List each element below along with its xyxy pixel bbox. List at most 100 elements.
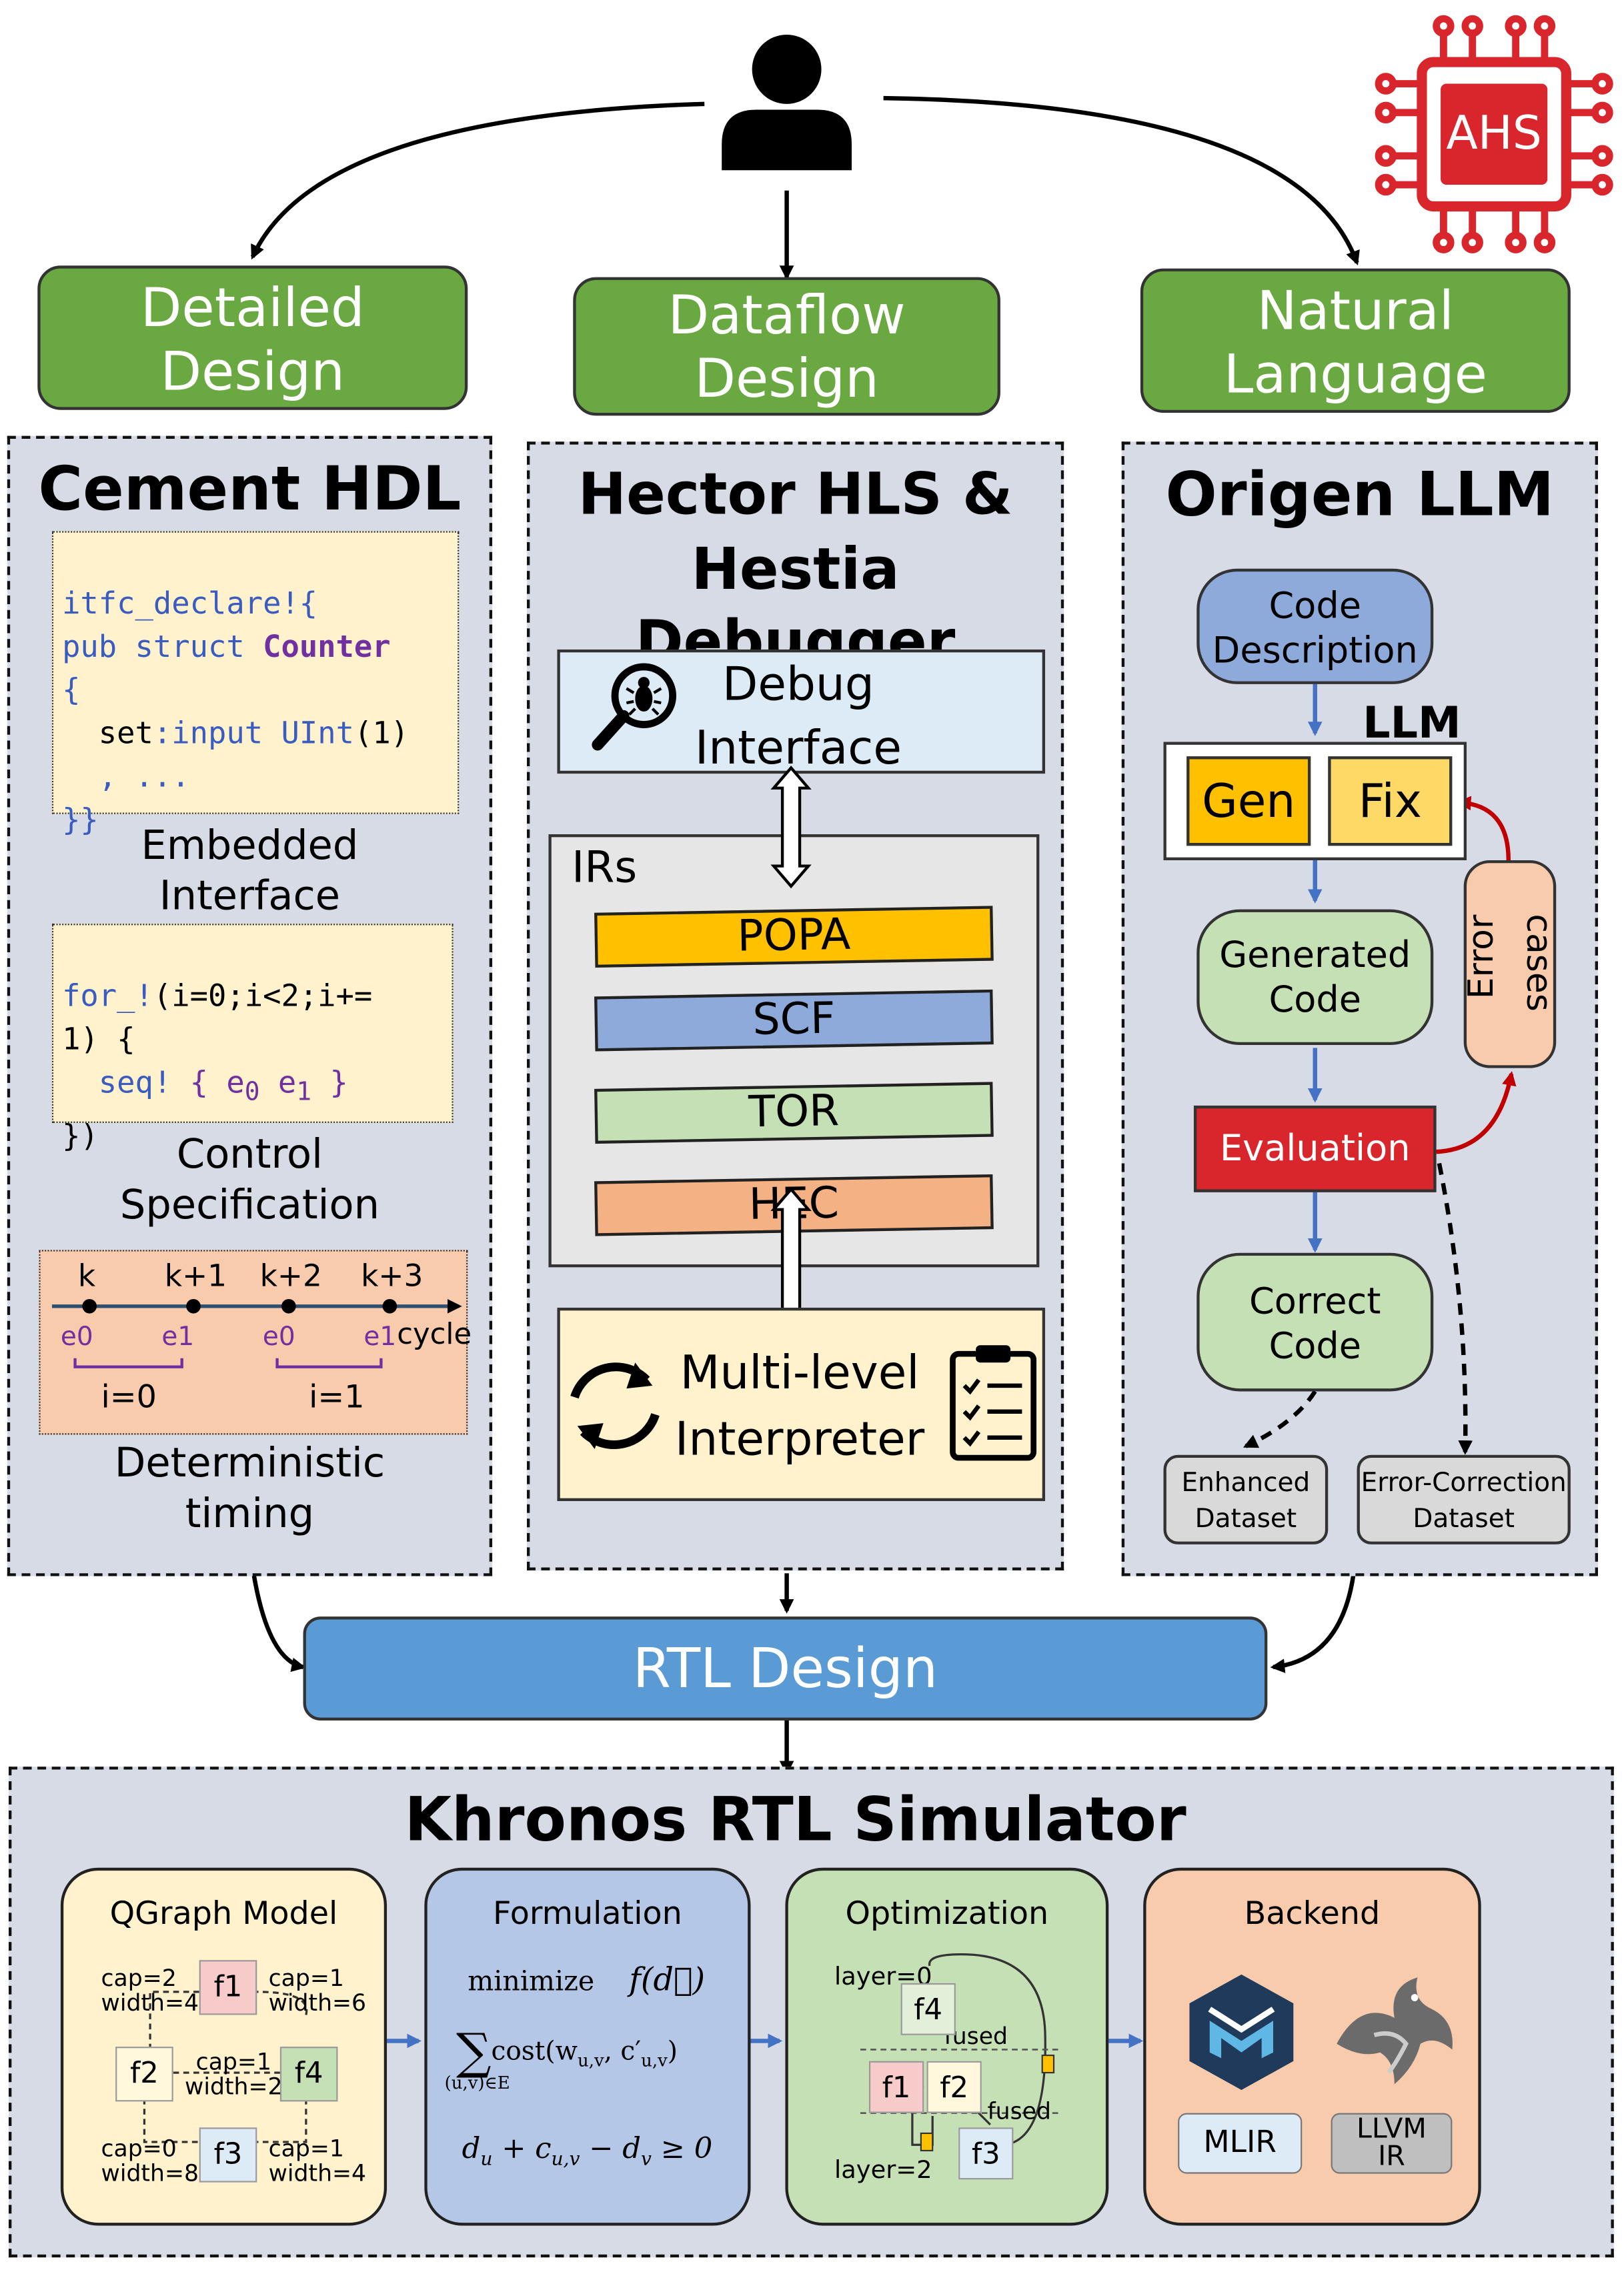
code1-l4d: UInt	[263, 716, 354, 751]
caption3-l2: timing	[185, 1489, 315, 1538]
formula-cost-end: )	[667, 2036, 678, 2067]
opt-node-f4: f4	[900, 1983, 956, 2035]
code1-l4c: input	[171, 716, 263, 751]
backend-title: Backend	[1244, 1897, 1381, 1933]
opt-layer2: layer=2	[834, 2156, 932, 2185]
hector-title-l1: Hector HLS &	[578, 461, 1013, 529]
formula-dv: v	[641, 2149, 652, 2171]
errcorr-l1: Error-Correction	[1361, 1468, 1567, 1498]
formula-minus-d: − d	[580, 2130, 642, 2165]
formula-line3: du + cu,v − dv ≥ 0	[462, 2131, 713, 2171]
cap-d-2: width=8	[101, 2159, 199, 2187]
llm-label: LLM	[1363, 698, 1461, 750]
input-natural-line2: Language	[1223, 343, 1487, 406]
debug-l2: Interface	[694, 720, 902, 776]
code1-l5: , ...	[62, 759, 190, 794]
code2-l2a: 1	[62, 1022, 81, 1057]
user-icon	[719, 32, 854, 171]
embedded-interface-code: itfc_declare!{ pub struct Counter { set:…	[51, 531, 460, 837]
code2-l3b: { e	[171, 1065, 245, 1100]
code1-l2a: pub struct	[62, 629, 263, 664]
cement-title: Cement HDL	[38, 453, 462, 524]
interpreter-box	[557, 1307, 1046, 1501]
double-arrows	[770, 766, 812, 1354]
formula-sum: ∑	[456, 2023, 492, 2082]
code2-l2b: ) {	[80, 1022, 135, 1057]
backend-box: Backend MLIR LLVM IR	[1143, 1867, 1481, 2226]
input-dataflow-line2: Design	[694, 347, 879, 410]
caption2-l2: Specification	[119, 1180, 380, 1228]
opt-node-f1: f1	[868, 2061, 924, 2113]
gen-node: Gen	[1186, 756, 1311, 846]
timing-diagram: k k+1 k+2 k+3 cycle e0 e1 e0 e1 i=0 i=1	[39, 1250, 472, 1435]
opt-node-f2: f2	[926, 2061, 982, 2113]
code1-l2b: Counter	[263, 629, 391, 664]
event-e1-a: e1	[161, 1322, 195, 1353]
mlir-label: MLIR	[1178, 2113, 1303, 2174]
qgraph-node-f2: f2	[115, 2047, 173, 2102]
llvm-ir-label: LLVM IR	[1331, 2113, 1453, 2174]
formula-cost-sub1: u,v	[577, 2050, 604, 2071]
cap-a-1: cap=2	[101, 1964, 177, 1992]
cap-b-2: width=6	[268, 1989, 367, 2017]
code1-l4e: (1)	[353, 716, 410, 751]
interpreter-label: Multi-level Interpreter	[661, 1340, 938, 1472]
optimization-box: Optimization layer=0 layer=2 fused fused…	[785, 1867, 1109, 2226]
debug-l1: Debug	[722, 656, 874, 712]
enhanced-l1: Enhanced	[1181, 1468, 1311, 1498]
event-e1-b: e1	[363, 1322, 397, 1353]
cycle-label: cycle	[397, 1316, 472, 1351]
enhanced-dataset-node: Enhanced Dataset	[1163, 1454, 1329, 1544]
generated-code-node: Generated Code	[1196, 909, 1434, 1046]
formula-d: d	[462, 2130, 481, 2165]
debug-interface-label: Debug Interface	[676, 652, 921, 779]
formula-objective: f(d⃗)	[629, 1963, 706, 1999]
interp-l1: Multi-level	[680, 1345, 920, 1400]
formula-cost-c: , c′	[604, 2036, 642, 2067]
caption3-l1: Deterministic	[114, 1438, 385, 1487]
formula-minimize: minimize	[468, 1965, 595, 1998]
error-cases-node: Error cases	[1461, 860, 1559, 1068]
optimization-title: Optimization	[845, 1897, 1049, 1933]
qgraph-title: QGraph Model	[109, 1897, 338, 1933]
cap-c-1: cap=1	[195, 2048, 271, 2076]
errcorr-l2: Dataset	[1413, 1504, 1515, 1534]
irs-label: IRs	[572, 843, 638, 894]
llvm-l1: LLVM	[1356, 2113, 1427, 2145]
enhanced-l2: Dataset	[1194, 1504, 1297, 1534]
formula-cost-sub2: u,v	[641, 2050, 668, 2071]
code1-l4b: :	[153, 716, 172, 751]
error-l1: Error	[1461, 914, 1501, 1000]
error-correction-dataset-node: Error-Correction Dataset	[1357, 1454, 1571, 1544]
code-desc-l1: Code	[1269, 584, 1362, 627]
input-detailed-design: Detailed Design	[37, 265, 468, 410]
input-detailed-line1: Detailed	[140, 277, 365, 339]
correct-code-node: Correct Code	[1196, 1252, 1434, 1392]
input-dataflow-design: Dataflow Design	[573, 277, 1000, 416]
qgraph-node-f1: f1	[199, 1960, 257, 2015]
group-i1: i=1	[309, 1380, 365, 1416]
tick-k: k	[77, 1258, 96, 1294]
llvm-l2: IR	[1378, 2140, 1405, 2173]
caption1-l1: Embedded	[141, 821, 359, 869]
cap-e-1: cap=1	[268, 2135, 344, 2163]
code1-l1: itfc_declare!{	[62, 586, 318, 621]
tick-k1: k+1	[164, 1258, 227, 1294]
generated-l1: Generated	[1219, 934, 1411, 976]
input-detailed-line2: Design	[160, 340, 345, 403]
formula-line1: minimize f(d⃗)	[468, 1963, 705, 1999]
llvm-dragon-icon	[1331, 1972, 1458, 2093]
input-natural-line1: Natural	[1257, 279, 1455, 342]
code2-l4: })	[62, 1118, 99, 1154]
formula-line2: ∑cost(wu,v, c′u,v) (u,v)∈E	[439, 2023, 678, 2093]
cap-a-2: width=4	[101, 1989, 199, 2017]
deterministic-timing-caption: Deterministic timing	[7, 1438, 492, 1539]
tick-k3: k+3	[361, 1258, 424, 1294]
formula-sum-sub: (u,v)∈E	[444, 2073, 510, 2093]
qgraph-node-f3: f3	[199, 2127, 257, 2183]
khronos-title: Khronos RTL Simulator	[404, 1784, 1186, 1855]
code2-l3a: seq!	[62, 1065, 172, 1100]
